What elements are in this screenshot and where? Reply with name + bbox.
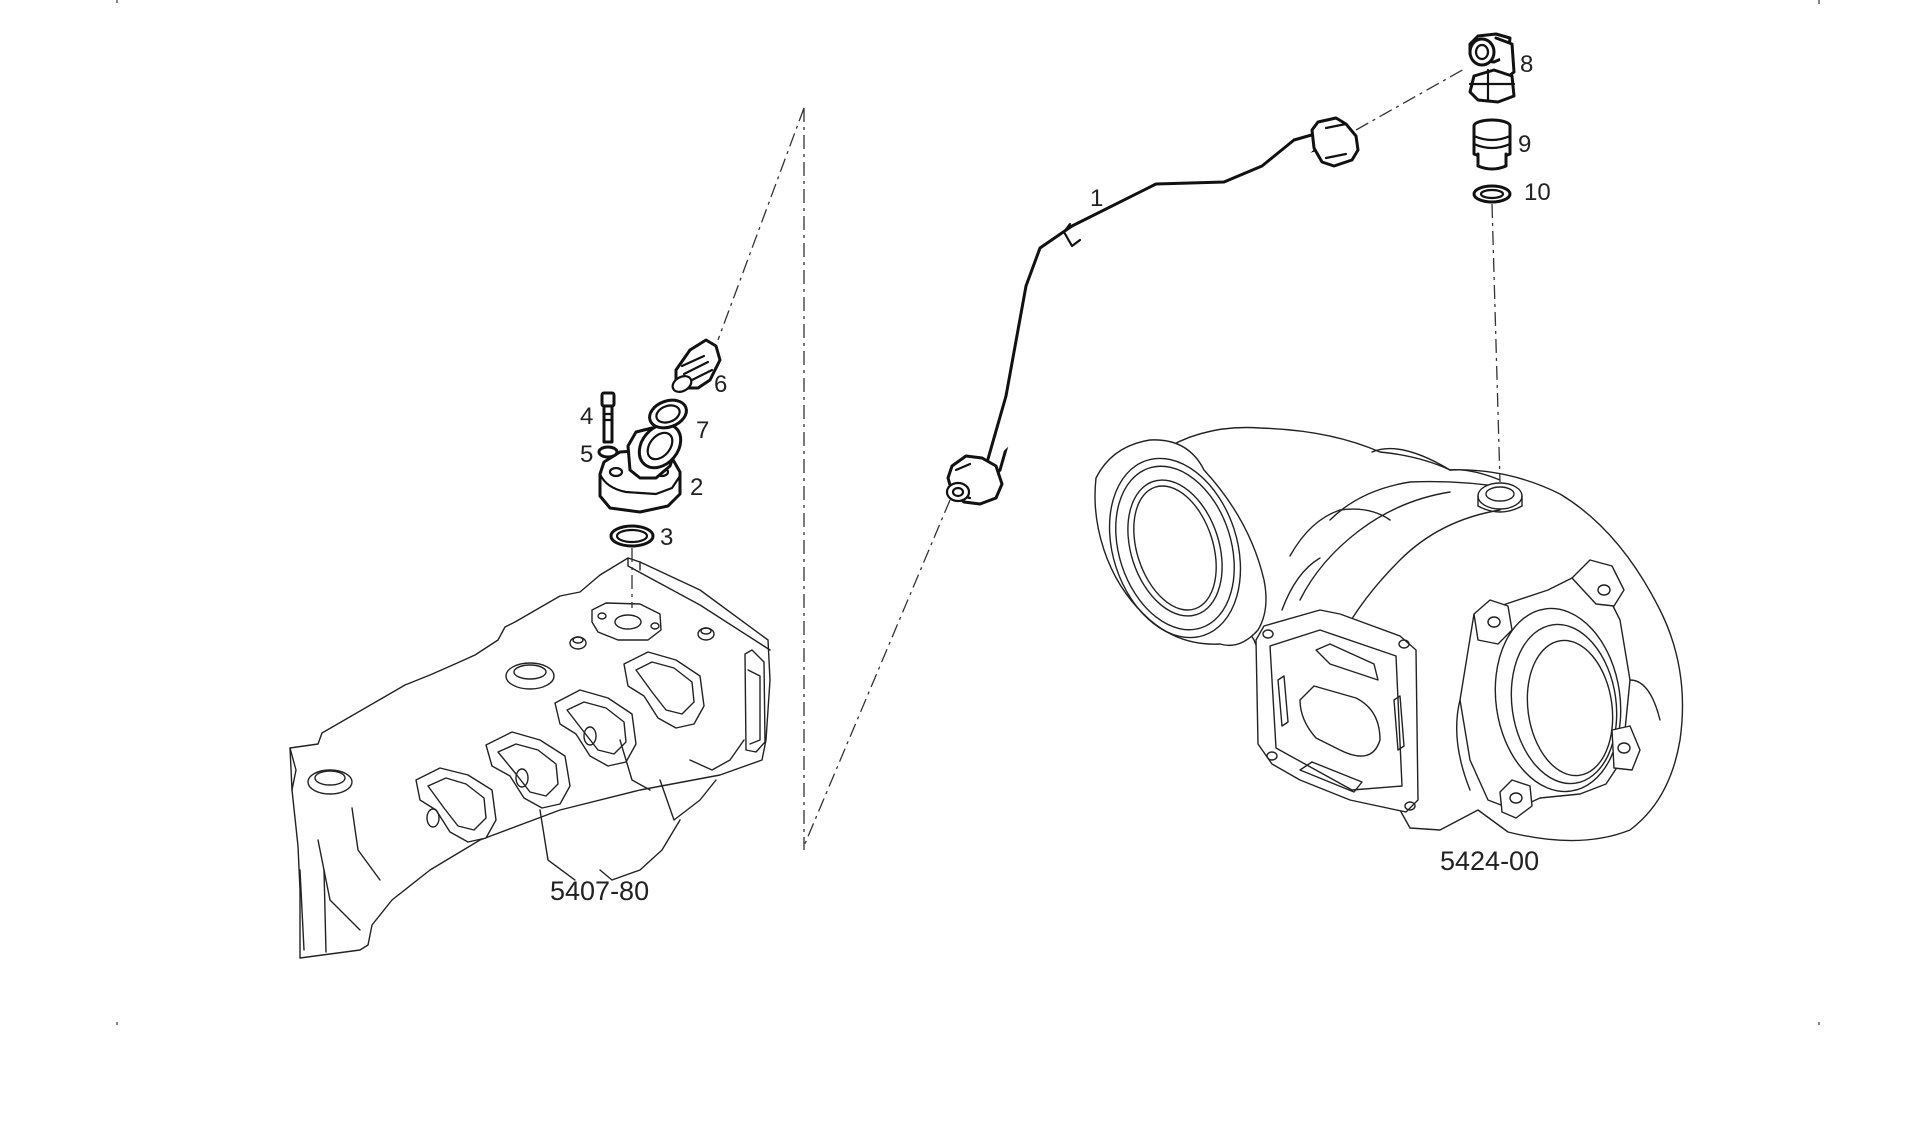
callout-9: 9 bbox=[1518, 131, 1531, 158]
sealing-ring-10 bbox=[1472, 184, 1512, 204]
oil-outlet-flange bbox=[598, 422, 683, 514]
adapter-9 bbox=[1472, 118, 1512, 171]
reference-left: 5407-80 bbox=[550, 876, 649, 906]
callout-2: 2 bbox=[690, 474, 703, 501]
callout-labels: 1 2 3 4 5 6 7 8 9 10 5407-80 5424-00 bbox=[550, 51, 1551, 906]
callout-10: 10 bbox=[1524, 179, 1551, 206]
bolt bbox=[600, 391, 616, 444]
callout-3: 3 bbox=[660, 524, 673, 551]
callout-8: 8 bbox=[1520, 51, 1533, 78]
corner-marks bbox=[116, 0, 1820, 1025]
callout-7: 7 bbox=[696, 417, 709, 444]
oil-return-pipe bbox=[945, 116, 1360, 506]
callout-5: 5 bbox=[580, 441, 593, 468]
turbocharger bbox=[1094, 426, 1684, 842]
cylinder-head bbox=[289, 557, 771, 959]
callout-4: 4 bbox=[580, 403, 593, 430]
o-ring-7 bbox=[648, 398, 688, 430]
washer bbox=[597, 445, 619, 459]
callout-6: 6 bbox=[714, 371, 727, 398]
adapter-union-6 bbox=[671, 338, 722, 393]
leader-lines bbox=[631, 67, 1501, 850]
elbow-fitting-8 bbox=[1468, 32, 1516, 104]
reference-right: 5424-00 bbox=[1440, 846, 1539, 876]
o-ring-3 bbox=[609, 524, 655, 548]
callout-1: 1 bbox=[1090, 185, 1103, 212]
